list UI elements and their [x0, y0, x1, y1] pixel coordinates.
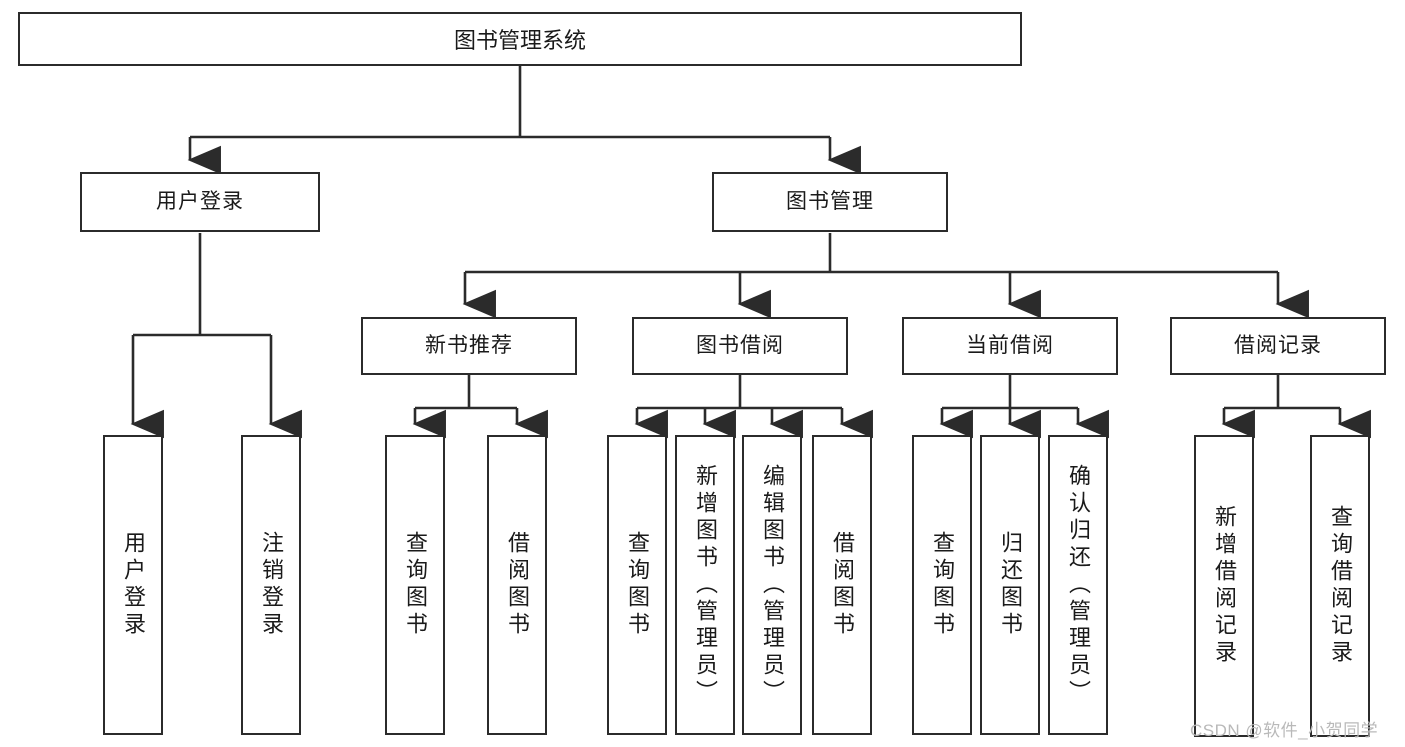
- node-leaf-borrow-book-1-label: 借阅图书: [505, 531, 530, 639]
- node-root-system[interactable]: 图书管理系统: [18, 12, 1022, 66]
- node-leaf-borrow-book-2-label: 借阅图书: [830, 531, 855, 639]
- node-leaf-query-book-1[interactable]: 查询图书: [385, 435, 445, 735]
- node-book-borrow[interactable]: 图书借阅: [632, 317, 848, 375]
- node-borrow-record[interactable]: 借阅记录: [1170, 317, 1386, 375]
- node-leaf-borrow-book-1[interactable]: 借阅图书: [487, 435, 547, 735]
- node-leaf-user-login-label: 用户登录: [121, 531, 146, 639]
- watermark-text: CSDN @软件_小贺同学: [1190, 721, 1379, 740]
- node-leaf-edit-book[interactable]: 编辑图书（管理员）: [742, 435, 802, 735]
- node-leaf-add-record-label: 新增借阅记录: [1212, 505, 1237, 667]
- node-leaf-query-book-2-label: 查询图书: [625, 531, 650, 639]
- node-new-book-recommend[interactable]: 新书推荐: [361, 317, 577, 375]
- node-leaf-query-record[interactable]: 查询借阅记录: [1310, 435, 1370, 737]
- node-leaf-query-book-3[interactable]: 查询图书: [912, 435, 972, 735]
- node-leaf-return-book[interactable]: 归还图书: [980, 435, 1040, 735]
- node-borrow-record-label: 借阅记录: [1234, 334, 1322, 358]
- node-leaf-add-book[interactable]: 新增图书（管理员）: [675, 435, 735, 735]
- node-leaf-query-record-label: 查询借阅记录: [1328, 505, 1353, 667]
- node-leaf-user-logout-label: 注销登录: [259, 531, 284, 639]
- node-current-borrow[interactable]: 当前借阅: [902, 317, 1118, 375]
- node-leaf-edit-book-label: 编辑图书（管理员）: [760, 463, 785, 707]
- node-root-system-label: 图书管理系统: [453, 28, 586, 53]
- node-leaf-query-book-2[interactable]: 查询图书: [607, 435, 667, 735]
- node-user-login-label: 用户登录: [156, 190, 244, 214]
- node-book-borrow-label: 图书借阅: [696, 334, 784, 358]
- node-leaf-query-book-3-label: 查询图书: [930, 531, 955, 639]
- node-leaf-add-book-label: 新增图书（管理员）: [693, 463, 718, 707]
- node-book-management-label: 图书管理: [786, 190, 874, 214]
- node-leaf-query-book-1-label: 查询图书: [403, 531, 428, 639]
- node-current-borrow-label: 当前借阅: [966, 334, 1054, 358]
- node-user-login[interactable]: 用户登录: [80, 172, 320, 232]
- node-leaf-borrow-book-2[interactable]: 借阅图书: [812, 435, 872, 735]
- node-new-book-recommend-label: 新书推荐: [425, 334, 513, 358]
- node-leaf-user-logout[interactable]: 注销登录: [241, 435, 301, 735]
- node-leaf-add-record[interactable]: 新增借阅记录: [1194, 435, 1254, 737]
- node-leaf-confirm-return[interactable]: 确认归还（管理员）: [1048, 435, 1108, 735]
- node-leaf-user-login[interactable]: 用户登录: [103, 435, 163, 735]
- node-leaf-return-book-label: 归还图书: [998, 531, 1023, 639]
- node-leaf-confirm-return-label: 确认归还（管理员）: [1066, 463, 1091, 707]
- node-book-management[interactable]: 图书管理: [712, 172, 948, 232]
